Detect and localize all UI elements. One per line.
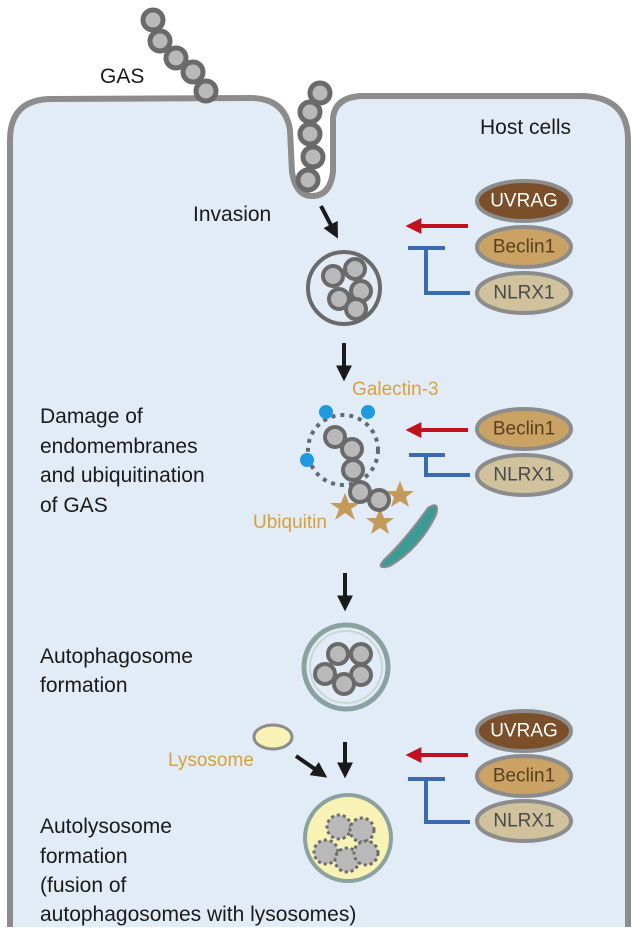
ubiquitin-label: Ubiquitin bbox=[253, 512, 327, 533]
autophagosome-step-label: Autophagosome formation bbox=[40, 645, 199, 697]
protein-complex-1: UVRAG Beclin1 NLRX1 bbox=[405, 179, 573, 315]
ubiquitin-stars bbox=[330, 481, 414, 534]
uvrag-label-3: UVRAG bbox=[490, 721, 558, 742]
gas-containing-vacuole bbox=[306, 250, 382, 326]
autophagosome bbox=[301, 622, 391, 712]
autolysosome bbox=[303, 793, 393, 883]
inhibition-bar-1 bbox=[408, 246, 470, 295]
gas-label: GAS bbox=[100, 65, 144, 88]
lysosome-arrow bbox=[294, 754, 328, 778]
lysosome-label: Lysosome bbox=[168, 750, 254, 771]
galectin-3-dots bbox=[300, 405, 375, 467]
beclin1-label-2: Beclin1 bbox=[493, 419, 555, 440]
mitochondrion-fragment bbox=[379, 504, 438, 569]
host-cell-membrane bbox=[7, 93, 631, 935]
beclin1-label-1: Beclin1 bbox=[493, 237, 555, 258]
host-cells-label: Host cells bbox=[480, 116, 571, 139]
invasion-label: Invasion bbox=[193, 203, 271, 226]
nlrx1-label-2: NLRX1 bbox=[493, 465, 554, 486]
beclin1-label-3: Beclin1 bbox=[493, 766, 555, 787]
protein-complex-3: UVRAG Beclin1 NLRX1 bbox=[405, 709, 573, 843]
galectin-label: Galectin-3 bbox=[352, 379, 439, 400]
nlrx1-label-3: NLRX1 bbox=[493, 811, 554, 832]
invasion-arrow bbox=[319, 205, 338, 239]
nlrx1-label-1: NLRX1 bbox=[493, 283, 554, 304]
damage-step-label: Damage of endomembranes and ubiquitinati… bbox=[40, 405, 210, 517]
uvrag-label-1: UVRAG bbox=[490, 191, 558, 212]
inhibition-bar-3 bbox=[408, 777, 470, 824]
protein-complex-2: Beclin1 NLRX1 bbox=[405, 407, 573, 497]
gas-bacteria-chain-invading bbox=[295, 80, 333, 193]
gas-bacteria-chain-outside bbox=[140, 7, 219, 104]
inhibition-bar-2 bbox=[409, 453, 470, 477]
damaged-endomembrane bbox=[300, 405, 438, 569]
lysosome bbox=[252, 723, 294, 751]
autolysosome-step-label: Autolysosome formation (fusion of autoph… bbox=[40, 815, 356, 926]
